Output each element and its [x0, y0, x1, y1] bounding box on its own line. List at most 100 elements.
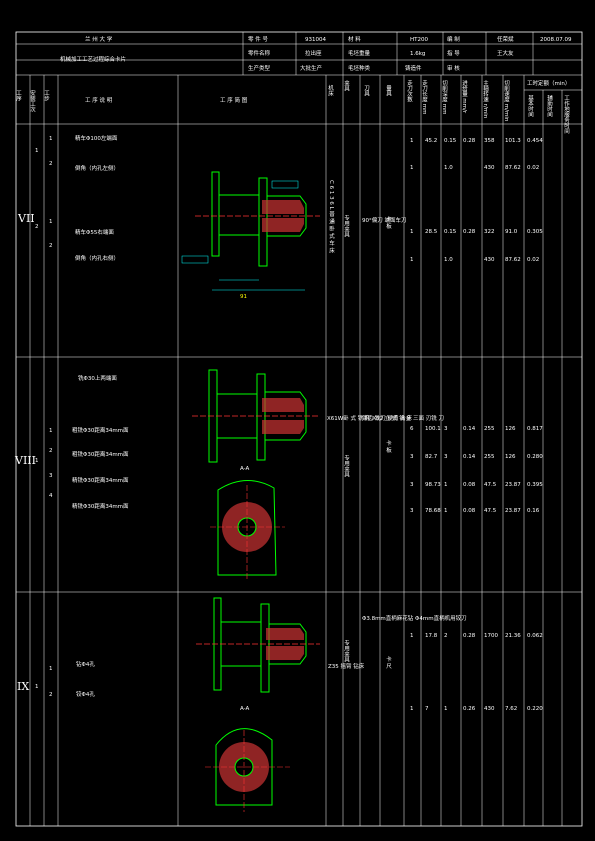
data-cell: 28.5	[425, 229, 438, 235]
col-quota: 工时定额（min）	[527, 79, 570, 87]
step-content: 粗铣Φ30距离34mm面	[72, 450, 129, 458]
col-vel: 切削速度 m/min	[503, 80, 510, 122]
part-name-label: 零件名称	[248, 49, 271, 57]
data-cell: 3	[444, 426, 448, 432]
section-label: A-A	[240, 706, 250, 712]
data-cell: 100.1	[425, 426, 441, 432]
col-depth: 走刀长度 mm	[421, 79, 428, 115]
data-cell: 0.14	[463, 426, 476, 432]
weight: 1.6kg	[410, 51, 425, 57]
step-content: 倒角（内孔右侧）	[75, 254, 119, 262]
data-cell: 1	[410, 138, 414, 144]
col-install: 安装工次	[29, 89, 36, 114]
data-cell: 3	[410, 454, 414, 460]
data-cell: 3	[410, 508, 414, 514]
proc-vii: VII	[17, 212, 35, 225]
data-cell: 0.26	[463, 706, 476, 712]
data-cell: 0.454	[527, 138, 543, 144]
step-content: 钻Φ4孔	[76, 660, 95, 668]
step-content: 铰Φ4孔	[76, 690, 95, 698]
sketch-ix: A-A	[196, 597, 320, 812]
step-num: 2	[49, 161, 53, 167]
part-name: 拉出座	[305, 49, 322, 57]
col-step: 工步	[43, 90, 50, 103]
step-num: 2	[49, 448, 53, 454]
data-cell: 78.68	[425, 508, 441, 514]
part-no: 931004	[305, 37, 326, 43]
data-cell: 1	[444, 706, 448, 712]
data-cell: 2	[444, 633, 448, 639]
step-num: 2	[49, 692, 53, 698]
data-cell: 101.3	[505, 138, 521, 144]
data-cell: 1.0	[444, 257, 453, 263]
data-cell: 3	[410, 482, 414, 488]
dim-label: 91	[240, 294, 247, 300]
data-cell: 1	[410, 257, 414, 263]
review-label: 审 核	[447, 64, 460, 72]
data-cell: 0.15	[444, 229, 457, 235]
col-sketch: 工 序 简 图	[220, 96, 248, 104]
data-cell: 23.87	[505, 508, 521, 514]
step-num: 3	[49, 473, 53, 479]
date: 2008.07.09	[540, 37, 572, 43]
data-cell: 7	[425, 706, 429, 712]
step-content: 倒角（内孔左侧）	[75, 164, 119, 172]
col-content: 工 序 说 明	[85, 96, 113, 104]
data-cell: 0.15	[444, 138, 457, 144]
data-cell: 126	[505, 426, 516, 432]
data-cell: 1700	[484, 633, 498, 639]
install-num: 1	[35, 148, 39, 154]
data-cell: 322	[484, 229, 495, 235]
section-label: A-A	[240, 466, 250, 472]
part-no-label: 零 件 号	[248, 35, 268, 43]
data-cell: 87.62	[505, 257, 521, 263]
step-content: 精铣Φ30距离34mm面	[72, 502, 129, 510]
fixture: 专用夹具	[343, 214, 350, 239]
measure: 卡 板	[385, 215, 392, 230]
material-label: 材 料	[348, 35, 361, 43]
col-basic: 基本时间	[527, 94, 534, 119]
fixture: 专用夹具	[343, 454, 350, 479]
step-num: 4	[49, 493, 53, 499]
blank-type: 铸造件	[405, 64, 422, 72]
prod-type-label: 生产类型	[248, 64, 271, 72]
data-cell: 0.08	[463, 482, 476, 488]
data-cell: 7.62	[505, 706, 517, 712]
data-cell: 0.08	[463, 508, 476, 514]
step-num: 1	[49, 136, 53, 142]
measure: 卡 板	[385, 439, 392, 454]
data-cell: 47.5	[484, 482, 497, 488]
data-cell: 17.8	[425, 633, 438, 639]
sheet-label: 指 导	[447, 49, 460, 57]
step-num: 1	[49, 666, 53, 672]
drawn-label: 编 制	[447, 35, 460, 43]
col-aux: 辅助时间	[546, 94, 553, 119]
data-cell: 0.28	[463, 633, 476, 639]
data-cell: 21.36	[505, 633, 521, 639]
col-machine: 机床	[327, 84, 334, 98]
data-cell: 430	[484, 165, 495, 171]
machine: Z35 摇臂 钻床	[328, 662, 365, 670]
card-border	[15, 31, 583, 827]
weight-label: 毛坯重量	[348, 49, 371, 57]
data-cell: 87.62	[505, 165, 521, 171]
step-content: 精铣Φ30距离34mm面	[72, 476, 129, 484]
data-cell: 82.7	[425, 454, 438, 460]
data-cell: 430	[484, 706, 495, 712]
data-cell: 0.14	[463, 454, 476, 460]
school-name: 兰 州 大 学	[85, 35, 113, 43]
sketch-viii: A-A	[192, 369, 320, 580]
data-cell: 1	[410, 229, 414, 235]
data-cell: 23.87	[505, 482, 521, 488]
col-other: 工作地服务时间	[563, 95, 570, 135]
tool: 90°偏刀 端面车刀	[362, 216, 407, 224]
tool: 镶齿 铣刀 硬质 合金 三面 刃铣 刀	[362, 414, 444, 422]
step-num: 1	[49, 219, 53, 225]
data-cell: 0.28	[463, 229, 476, 235]
col-cut: 切削深度 mm	[441, 80, 448, 115]
data-cell: 47.5	[484, 508, 497, 514]
step-num: 1	[49, 428, 53, 434]
col-proc: 工序	[15, 90, 22, 103]
